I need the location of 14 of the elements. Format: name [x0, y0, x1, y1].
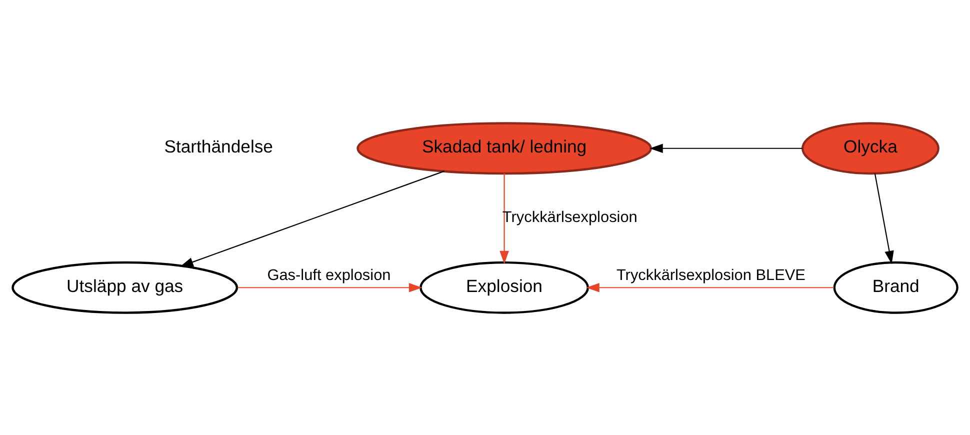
arrow: [650, 143, 802, 153]
edge-label: Gas-luft explosion: [267, 266, 391, 284]
node-ellipse: Explosion: [420, 260, 590, 314]
arrow: [180, 170, 444, 266]
arrow: [500, 172, 509, 264]
arrow: [238, 282, 422, 292]
node-ellipse: Olycka: [802, 122, 940, 174]
node-ellipse: Skadad tank/ ledning: [356, 122, 652, 174]
label: Starthändelse: [164, 136, 273, 156]
arrow: [586, 282, 834, 292]
node-ellipse: Brand: [833, 260, 958, 314]
edge-label: Tryckkärlsexplosion BLEVE: [616, 266, 806, 284]
arrow: [874, 172, 894, 264]
node-ellipse: Utsläpp av gas: [12, 260, 238, 314]
